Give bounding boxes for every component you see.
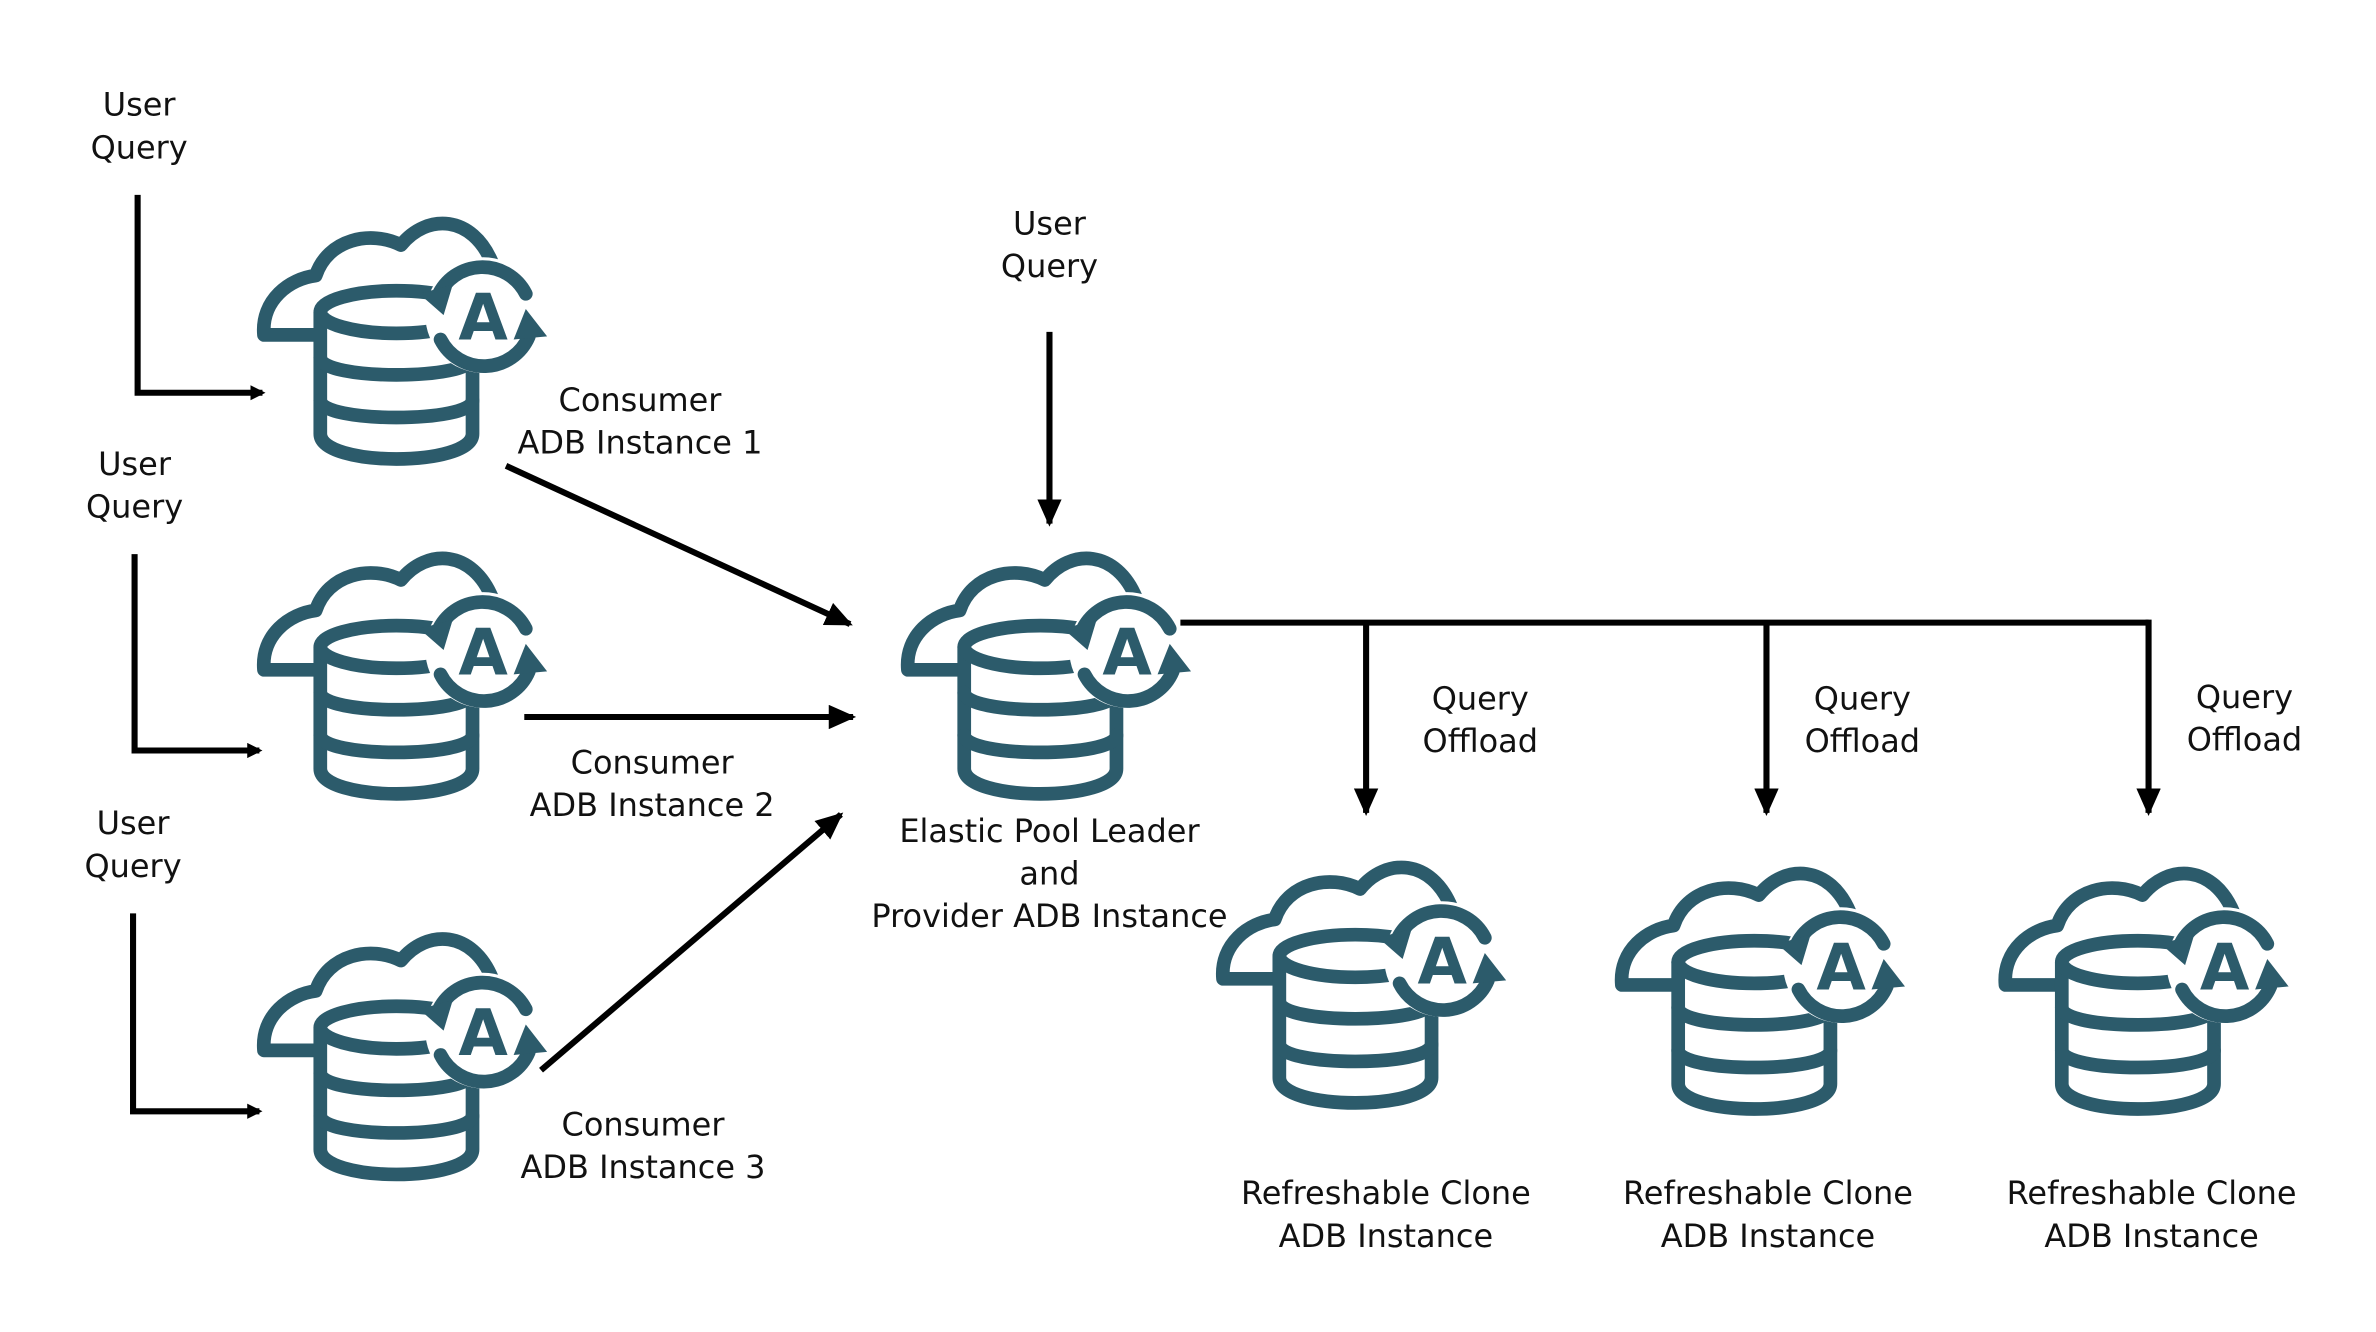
- clone-1-label: Refreshable Clone: [1241, 1174, 1531, 1212]
- clone-1-database-icon: [1218, 862, 1506, 1103]
- clone-2-label: ADB Instance: [1661, 1217, 1875, 1255]
- user-query-label: User: [97, 804, 171, 842]
- leader-label: Elastic Pool Leader: [899, 812, 1200, 850]
- consumer-3-label: Consumer: [562, 1106, 726, 1144]
- consumer-2-database-icon: [259, 553, 547, 794]
- offload-label-3: Offload: [2187, 720, 2302, 758]
- consumer-1-label: ADB Instance 1: [518, 424, 763, 462]
- clone-2-database-icon: [1617, 868, 1905, 1109]
- offload-label-1: Offload: [1423, 722, 1538, 760]
- consumer-3-user-query: User Query: [85, 804, 263, 1119]
- leader-label: and: [1019, 854, 1079, 892]
- clone-3-label: ADB Instance: [2044, 1217, 2258, 1255]
- consumer-1-to-leader-arrow: [504, 463, 853, 627]
- consumer-1-database-icon: [259, 218, 547, 459]
- user-query-label: User: [98, 445, 172, 483]
- clone-3-database-icon: [2001, 868, 2289, 1109]
- user-query-arrow: [130, 913, 263, 1119]
- consumer-1-label: Consumer: [559, 381, 723, 419]
- clone-1-label: ADB Instance: [1279, 1217, 1493, 1255]
- user-query-label: User: [103, 86, 177, 124]
- consumer-3-to-leader-arrow: [539, 812, 844, 1073]
- consumer-3-database-icon: [259, 933, 547, 1174]
- user-query-label: Query: [91, 128, 188, 166]
- clone-2-label: Refreshable Clone: [1623, 1174, 1913, 1212]
- leader-user-query-label: User: [1013, 204, 1087, 242]
- offload-label-2: Query: [1814, 679, 1911, 717]
- user-query-label: Query: [85, 847, 182, 885]
- offload-label-2: Offload: [1805, 722, 1920, 760]
- clone-3-label: Refreshable Clone: [2007, 1174, 2297, 1212]
- leader-label: Provider ADB Instance: [871, 897, 1227, 935]
- leader-database-icon: [903, 553, 1191, 794]
- consumer-3-label: ADB Instance 3: [521, 1148, 766, 1186]
- user-query-arrow: [134, 194, 266, 401]
- leader-user-query-label: Query: [1001, 247, 1098, 285]
- offload-label-1: Query: [1432, 679, 1529, 717]
- consumer-2-label: Consumer: [571, 743, 735, 781]
- user-query-arrow: [131, 554, 263, 759]
- consumer-2-user-query: User Query: [86, 445, 263, 759]
- consumer-1-user-query: User Query: [91, 86, 266, 401]
- user-query-label: Query: [86, 488, 183, 526]
- consumer-2-label: ADB Instance 2: [530, 786, 775, 824]
- offload-label-3: Query: [2196, 678, 2293, 716]
